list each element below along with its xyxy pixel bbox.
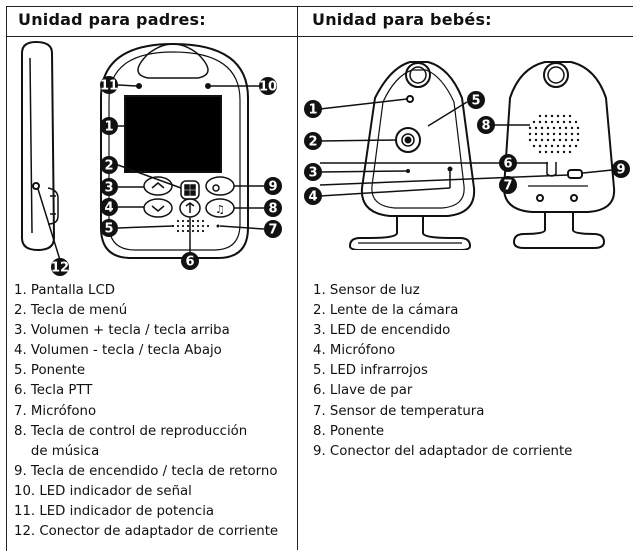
- callout-parent-4: 4: [104, 201, 113, 216]
- speaker-grille: [171, 219, 210, 233]
- baby-legend-item: 3. LED de encendido: [313, 323, 451, 339]
- callout-baby-9: 9: [616, 163, 625, 178]
- microphone-hole-icon: [216, 224, 220, 228]
- baby-legend-item: 2. Lente de la cámara: [313, 303, 459, 319]
- callout-parent-9: 9: [268, 180, 277, 195]
- callout-parent-6: 6: [185, 255, 194, 270]
- parent-legend-item: 4. Volumen - tecla / tecla Abajo: [14, 343, 222, 359]
- parent-legend-item: 6. Tecla PTT: [14, 383, 93, 399]
- callout-baby-5: 5: [471, 94, 480, 109]
- baby-legend-item: 4. Micrófono: [313, 343, 396, 359]
- parent-unit-illustration: ♫ 11 10 1 2 3 9 4 8 5 7 6 12: [21, 40, 282, 276]
- callout-parent-12: 12: [51, 261, 69, 276]
- callout-parent-7: 7: [268, 223, 277, 238]
- callout-parent-8: 8: [268, 202, 277, 217]
- parent-legend-item: 5. Ponente: [14, 363, 86, 379]
- parent-legend-item: 10. LED indicador de señal: [14, 483, 192, 499]
- baby-unit-illustration: 1 5 2 8 3 4 6 7 9: [304, 61, 630, 250]
- baby-legend-item: 5. LED infrarrojos: [313, 363, 428, 379]
- volume-up-button-icon: [143, 176, 173, 196]
- lcd-screen: [124, 95, 222, 173]
- callout-baby-2: 2: [308, 135, 317, 150]
- callout-parent-10: 10: [259, 80, 277, 95]
- parent-unit-heading: Unidad para padres:: [18, 10, 206, 29]
- back-speaker-grille: [528, 114, 580, 154]
- parent-legend-item: 11. LED indicador de potencia: [14, 504, 215, 520]
- callout-baby-8: 8: [481, 119, 490, 134]
- callout-baby-7: 7: [503, 179, 512, 194]
- side-view-body: [21, 40, 56, 252]
- callout-baby-4: 4: [308, 190, 317, 205]
- header-divider: [6, 36, 633, 37]
- callout-parent-1: 1: [104, 120, 113, 135]
- callout-parent-2: 2: [104, 159, 113, 174]
- baby-unit-heading: Unidad para bebés:: [312, 10, 492, 29]
- table-frame: [6, 6, 633, 551]
- pair-key-icon: [536, 194, 544, 202]
- parent-legend-item: 2. Tecla de menú: [14, 303, 128, 319]
- baby-legend-item: 9. Conector del adaptador de corriente: [313, 443, 573, 459]
- callout-parent-3: 3: [104, 181, 113, 196]
- parent-legend-item: 9. Tecla de encendido / tecla de retorno: [14, 463, 278, 479]
- parent-legend-item: 3. Volumen + tecla / tecla arriba: [14, 323, 230, 339]
- baby-legend-item: 7. Sensor de temperatura: [313, 403, 485, 419]
- parent-legend-item: 1. Pantalla LCD: [14, 283, 115, 298]
- svg-text:♫: ♫: [215, 203, 225, 216]
- baby-front-body: [360, 61, 476, 217]
- parent-legend-item: de música: [14, 443, 100, 459]
- volume-down-button-icon: [143, 198, 173, 218]
- temperature-sensor-icon: [567, 169, 583, 179]
- camera-hood: [405, 62, 431, 88]
- callout-parent-11: 11: [100, 79, 118, 94]
- callout-parent-5: 5: [104, 222, 113, 237]
- menu-button-icon: [180, 180, 200, 200]
- parent-legend-item: 8. Tecla de control de reproducción: [14, 423, 248, 439]
- parent-body: [100, 42, 249, 259]
- callout-baby-3: 3: [308, 166, 317, 181]
- light-sensor-icon: [406, 95, 414, 103]
- baby-legend-item: 8. Ponente: [313, 423, 385, 439]
- baby-back-body: [502, 61, 616, 213]
- baby-front-stand: [348, 216, 472, 250]
- power-led-icon: [136, 83, 142, 89]
- baby-legend-item: 1. Sensor de luz: [313, 283, 420, 298]
- parent-legend-item: 7. Micrófono: [14, 403, 97, 419]
- callout-baby-1: 1: [308, 103, 317, 118]
- baby-back-stand: [512, 212, 606, 249]
- baby-legend-list: 1. Sensor de luz 2. Lente de la cámara 3…: [313, 281, 572, 462]
- callout-baby-6: 6: [503, 157, 512, 172]
- pair-key-slot: [546, 162, 557, 177]
- signal-led-icon: [205, 83, 211, 89]
- power-jack-icon: [32, 182, 40, 190]
- power-button-icon: [205, 176, 235, 196]
- parent-legend-list: 1. Pantalla LCD 2. Tecla de menú 3. Volu…: [14, 281, 278, 542]
- parent-legend-item: 12. Conector de adaptador de corriente: [14, 524, 279, 540]
- baby-legend-item: 6. Llave de par: [313, 383, 413, 399]
- power-led-icon: [406, 169, 410, 173]
- column-divider: [297, 6, 298, 550]
